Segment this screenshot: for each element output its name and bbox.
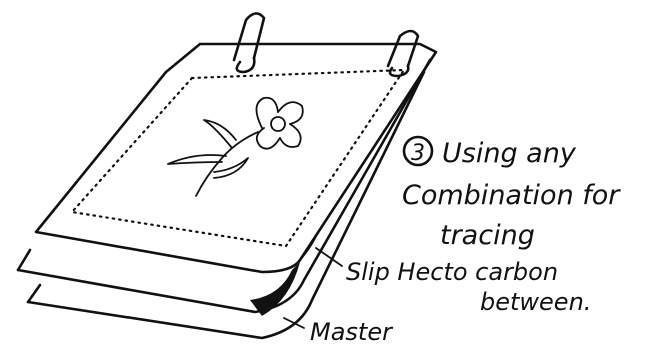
step-number: 3 bbox=[411, 141, 425, 166]
flower-drawing bbox=[168, 98, 303, 196]
step-line-2: Combination for bbox=[402, 180, 621, 211]
top-sheet bbox=[36, 44, 436, 272]
slip-label-line-2: between. bbox=[480, 288, 591, 316]
slip-label-line-1: Slip Hecto carbon bbox=[346, 258, 558, 286]
step-number-badge: 3 bbox=[404, 137, 432, 166]
master-label: Master bbox=[310, 318, 394, 346]
clip-right bbox=[388, 31, 418, 76]
master-sheet bbox=[28, 72, 424, 338]
step-line-3: tracing bbox=[440, 220, 535, 251]
tracing-outline bbox=[72, 70, 404, 246]
step-line-1: Using any bbox=[442, 138, 577, 169]
